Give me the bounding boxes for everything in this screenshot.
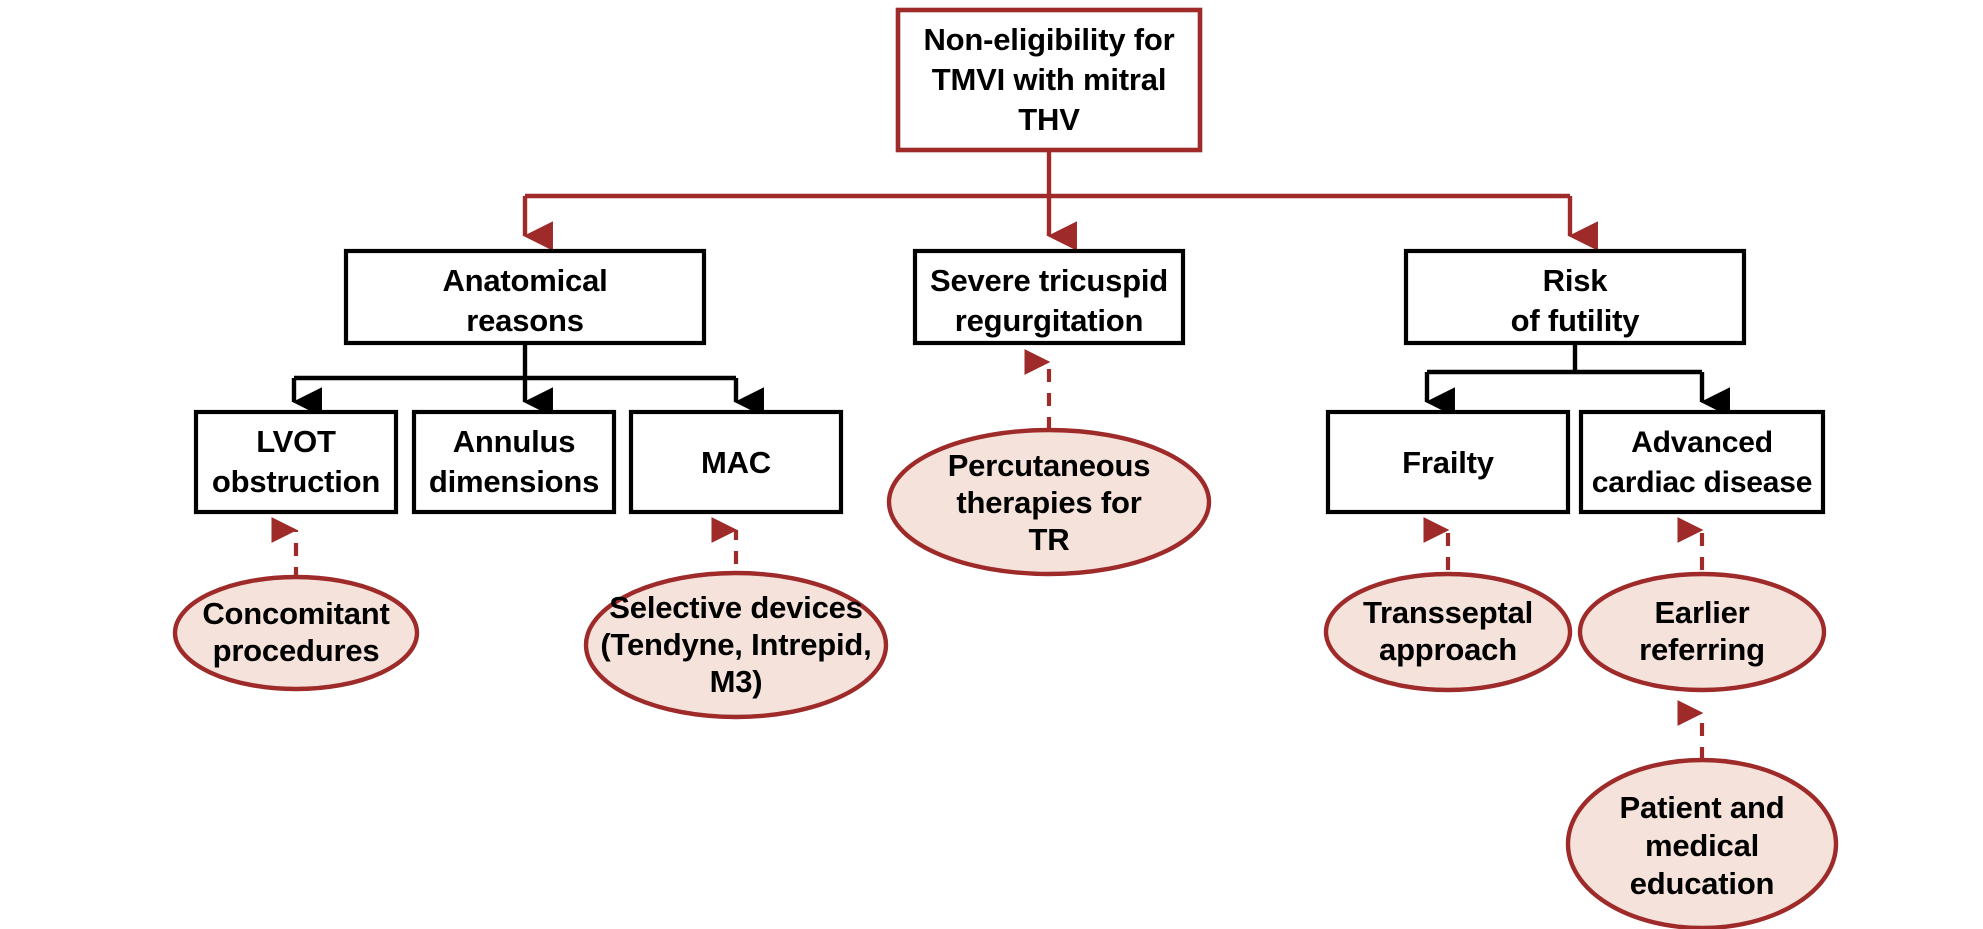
concomitant-procedures-ellipse [172, 574, 420, 692]
patient-education-label-line1: Patient and [1620, 790, 1785, 825]
advanced-cardiac-disease-box [1578, 409, 1826, 515]
node-percutaneous-therapies-tr[interactable]: Percutaneous therapies for TR [886, 427, 1212, 577]
earlier-referring-label-line1: Earlier [1654, 595, 1749, 630]
patient-education-label-line2: medical [1645, 828, 1759, 863]
anatomical-reasons-label-line1: Anatomical [442, 263, 607, 298]
annulus-dimensions-label-line1: Annulus [453, 424, 576, 459]
selective-devices-label-line1: Selective devices [609, 590, 862, 625]
node-annulus-dimensions[interactable]: Annulus dimensions [411, 409, 617, 515]
risk-of-futility-box [1403, 248, 1747, 346]
node-frailty[interactable]: Frailty [1325, 409, 1571, 515]
mac-label-line1: MAC [701, 445, 771, 480]
node-transseptal-approach[interactable]: Transseptal approach [1323, 571, 1573, 693]
lvot-obstruction-label-line1: LVOT [256, 424, 336, 459]
node-advanced-cardiac-disease[interactable]: Advanced cardiac disease [1578, 409, 1826, 515]
risk-of-futility-label-line1: Risk [1543, 263, 1609, 298]
advanced-cardiac-disease-label-line1: Advanced [1631, 426, 1773, 459]
severe-tricuspid-label-line2: regurgitation [955, 303, 1144, 338]
non-eligibility-label-line1: Non-eligibility for [923, 22, 1174, 57]
earlier-referring-label-line2: referring [1639, 632, 1765, 667]
frailty-label-line1: Frailty [1402, 445, 1495, 480]
root-connector-red [522, 150, 1598, 251]
frailty-box [1325, 409, 1571, 515]
selective-devices-label-line3: M3) [710, 664, 763, 699]
transseptal-approach-label-line2: approach [1379, 632, 1517, 667]
selective-devices-ellipse [583, 570, 889, 720]
node-concomitant-procedures[interactable]: Concomitant procedures [172, 574, 420, 692]
node-earlier-referring[interactable]: Earlier referring [1577, 571, 1827, 693]
severe-tricuspid-regurgitation-box [912, 248, 1186, 346]
node-severe-tricuspid-regurgitation[interactable]: Severe tricuspid regurgitation [912, 248, 1186, 346]
concomitant-procedures-label-line2: procedures [213, 633, 380, 668]
transseptal-approach-ellipse [1323, 571, 1573, 693]
patient-and-medical-education-ellipse [1565, 757, 1839, 929]
transseptal-approach-label-line1: Transseptal [1363, 595, 1533, 630]
node-lvot-obstruction[interactable]: LVOT obstruction [193, 409, 399, 515]
percutaneous-therapies-label-line3: TR [1029, 522, 1070, 557]
non-eligibility-box [895, 7, 1203, 153]
lvot-obstruction-box [193, 409, 399, 515]
risk-of-futility-label-line2: of futility [1511, 303, 1641, 338]
anatomical-children-connector [291, 343, 764, 417]
node-patient-and-medical-education[interactable]: Patient and medical education [1565, 757, 1839, 929]
mac-box [628, 409, 844, 515]
annulus-dimensions-box [411, 409, 617, 515]
percutaneous-therapies-label-line1: Percutaneous [948, 448, 1151, 483]
non-eligibility-label-line3: THV [1018, 102, 1080, 137]
percutaneous-therapies-label-line2: therapies for [956, 485, 1141, 520]
lvot-obstruction-label-line2: obstruction [212, 464, 380, 499]
earlier-referring-ellipse [1577, 571, 1827, 693]
node-risk-of-futility[interactable]: Risk of futility [1403, 248, 1747, 346]
patient-education-label-line3: education [1630, 866, 1775, 901]
node-selective-devices[interactable]: Selective devices (Tendyne, Intrepid, M3… [583, 570, 889, 720]
node-anatomical-reasons[interactable]: Anatomical reasons [343, 248, 707, 346]
concomitant-procedures-label-line1: Concomitant [202, 596, 389, 631]
node-non-eligibility[interactable]: Non-eligibility for TMVI with mitral THV [895, 7, 1203, 153]
percutaneous-therapies-tr-ellipse [886, 427, 1212, 577]
annulus-dimensions-label-line2: dimensions [429, 464, 599, 499]
anatomical-reasons-label-line2: reasons [466, 303, 584, 338]
node-mac[interactable]: MAC [628, 409, 844, 515]
futility-children-connector [1424, 343, 1730, 417]
selective-devices-label-line2: (Tendyne, Intrepid, [600, 627, 871, 662]
severe-tricuspid-label-line1: Severe tricuspid [930, 263, 1168, 298]
advanced-cardiac-disease-label-line2: cardiac disease [1592, 466, 1813, 499]
non-eligibility-label-line2: TMVI with mitral [932, 62, 1166, 97]
